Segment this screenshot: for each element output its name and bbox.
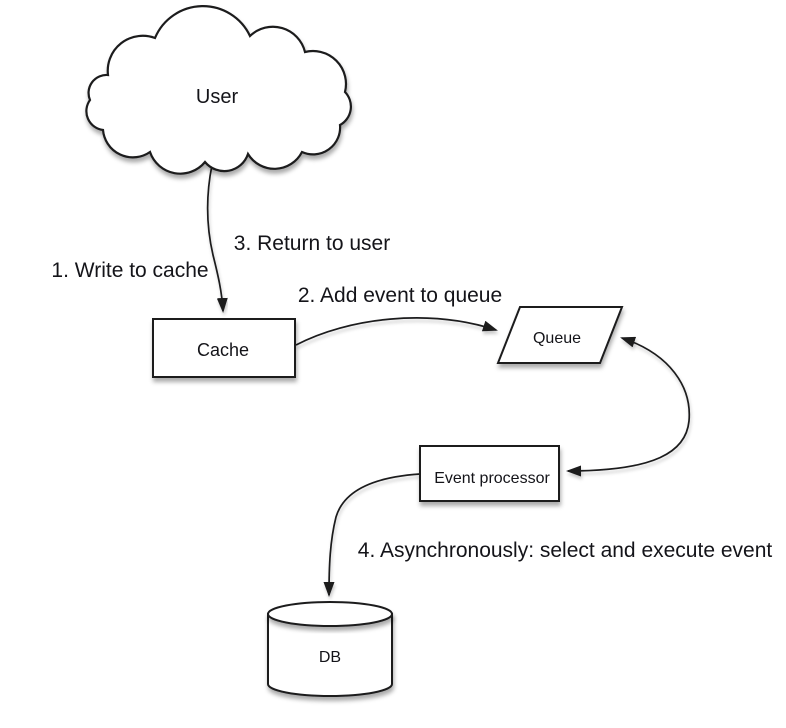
node-cache-label: Cache [197,340,249,360]
step-labels: 1. Write to cache 2. Add event to queue … [51,232,772,562]
node-event-processor: Event processor [419,445,560,502]
step4-label: 4. Asynchronously: select and execute ev… [358,539,773,562]
edge-queue-event-processor-loop [566,336,691,477]
db-cylinder-top [267,601,393,627]
edge-user-to-cache [206,164,228,313]
edge-event-processor-to-db [323,473,421,597]
event-processor-shape [419,445,560,502]
cache-shape [152,318,296,378]
node-queue: Queue [496,306,624,364]
step1-label: 1. Write to cache [51,259,208,282]
node-cache: Cache [152,318,296,378]
edge-cache-to-queue [295,317,498,346]
node-event-processor-label: Event processor [434,470,550,487]
step2-label: 2. Add event to queue [298,284,502,307]
db-cylinder-body [267,613,393,697]
node-db-label: DB [319,649,341,666]
node-queue-label: Queue [533,330,581,347]
node-user-label: User [196,86,239,108]
node-user: User [85,5,352,175]
queue-shape [496,306,624,364]
cloud-shape [85,5,352,175]
edges [206,164,691,597]
step3-label: 3. Return to user [234,232,390,255]
node-db: DB [267,601,393,697]
